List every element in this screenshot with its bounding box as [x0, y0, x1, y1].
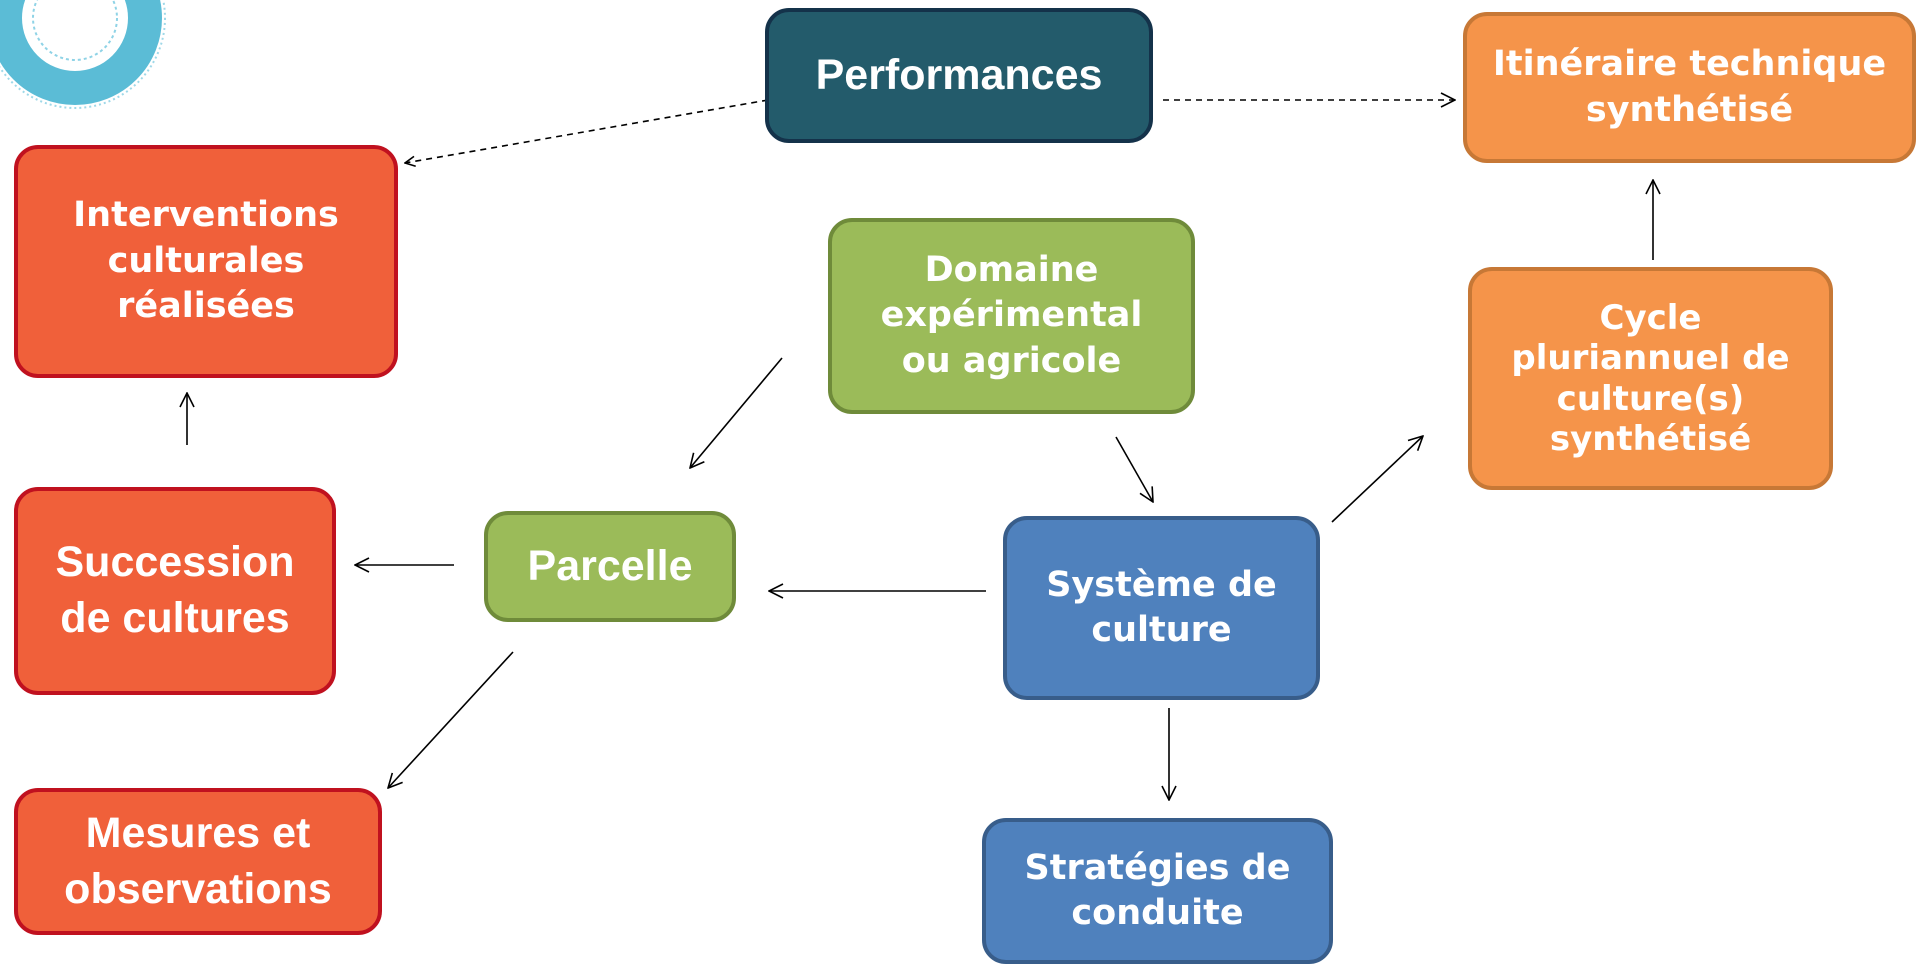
- node-succession-cultures: Succession de cultures: [14, 487, 336, 695]
- node-itineraire-technique: Itinéraire technique synthétisé: [1463, 12, 1916, 163]
- arrow-domaine-to-parcelle: [690, 357, 783, 468]
- node-performances: Performances: [765, 8, 1153, 143]
- node-strategies-de-conduite: Stratégies de conduite: [982, 818, 1333, 964]
- node-parcelle: Parcelle: [484, 511, 736, 622]
- arrow-performances-to-interventions: [405, 99, 769, 163]
- node-interventions-culturales: Interventions culturales réalisées: [14, 145, 398, 378]
- logo-icon: [0, 0, 166, 110]
- node-cycle-pluriannuel: Cycle pluriannuel de culture(s) synthéti…: [1468, 267, 1833, 490]
- arrow-parcelle-to-mesures: [388, 651, 514, 788]
- node-domaine: Domaine expérimental ou agricole: [828, 218, 1195, 414]
- node-systeme-de-culture: Système de culture: [1003, 516, 1320, 700]
- node-mesures-observations: Mesures et observations: [14, 788, 382, 935]
- arrow-systeme-to-cycle: [1331, 436, 1423, 523]
- arrow-domaine-to-systeme: [1115, 436, 1153, 502]
